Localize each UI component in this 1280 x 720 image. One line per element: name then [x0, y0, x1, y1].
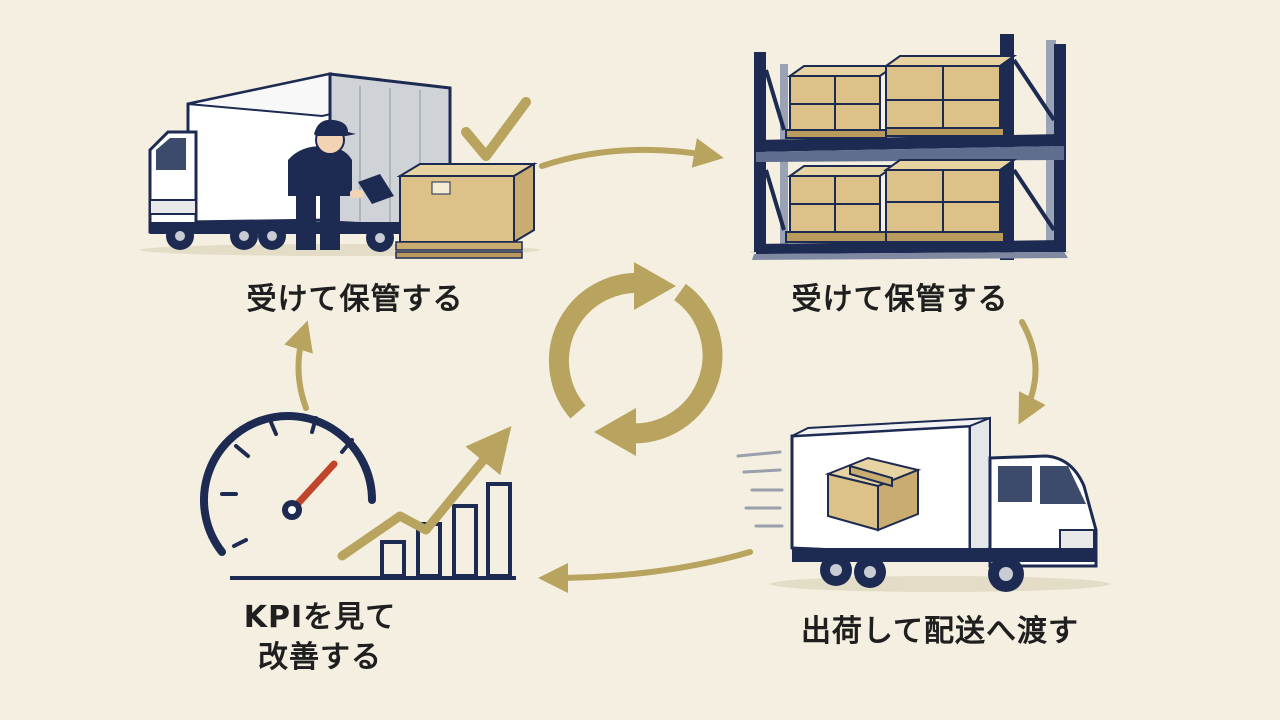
step-label-improve-line1: KPIを見て [243, 600, 397, 635]
storage-rack-illustration [750, 34, 1070, 260]
flow-arrows [284, 138, 1046, 593]
warehouse-worker [288, 119, 394, 250]
kpi-illustration [200, 412, 516, 580]
speedometer-icon [200, 412, 376, 556]
step-label-improve: KPIを見て 改善する [200, 598, 440, 678]
refresh-cycle-icon [548, 262, 723, 456]
check-icon [461, 97, 531, 161]
rising-bar-chart-icon [230, 426, 516, 580]
step-label-store: 受けて保管する [791, 282, 1009, 317]
arrow-ship-to-improve [538, 549, 753, 593]
arrow-receive-to-store [539, 138, 724, 169]
step-label-ship: 出荷して配送へ渡す [800, 614, 1080, 649]
delivery-truck-illustration [736, 416, 1110, 592]
step-label-improve-line2: 改善する [258, 640, 382, 675]
receiving-illustration [140, 72, 540, 259]
step-label-receive: 受けて保管する [246, 282, 464, 317]
arrow-store-to-ship [1018, 319, 1046, 425]
arrow-improve-to-receive [284, 320, 313, 411]
